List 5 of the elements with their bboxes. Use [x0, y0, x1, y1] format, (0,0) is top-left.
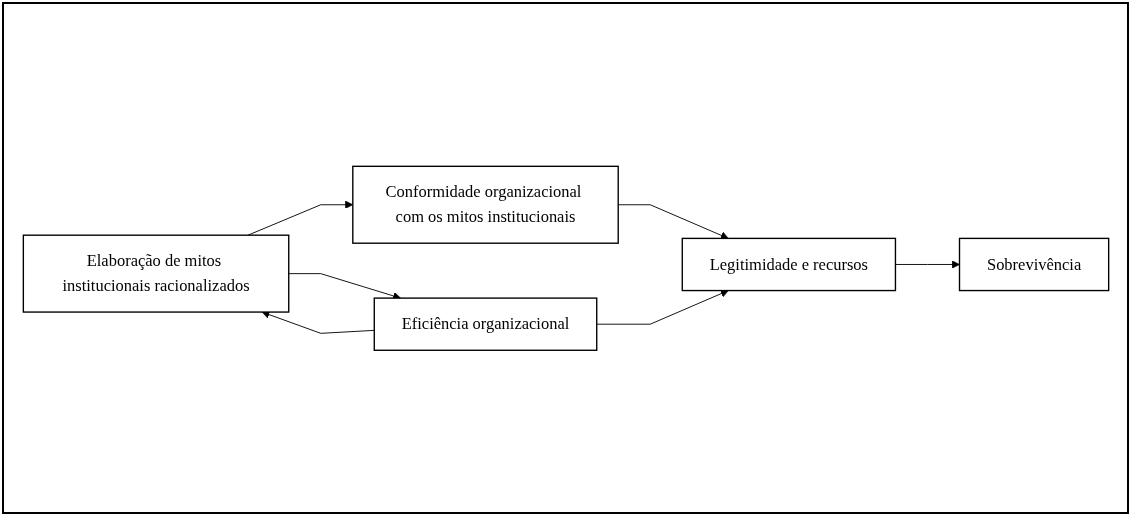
- node-box: [351, 165, 619, 244]
- node-box: [681, 237, 896, 291]
- node-box: [958, 237, 1109, 291]
- node-box: [22, 234, 289, 313]
- node-box: [373, 297, 597, 351]
